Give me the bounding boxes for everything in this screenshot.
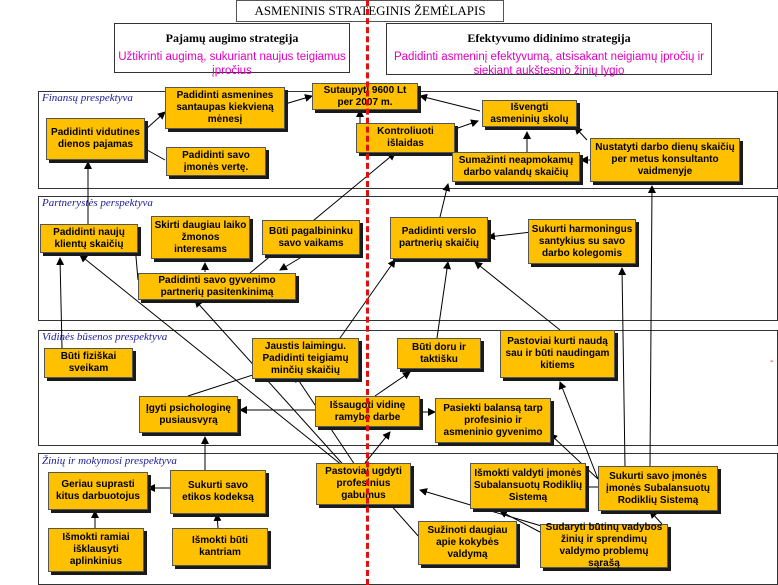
- box-control-expenses: Kontroliuoti išlaidas: [356, 123, 455, 153]
- internal-perspective-label: Vidinės būsenos prespektyva: [42, 331, 168, 343]
- box-psychological-balance: Įgyti psichologinę pusiausvyrą: [139, 396, 238, 433]
- box-ethics-code: Sukurti savo etikos kodeksą: [170, 470, 266, 514]
- box-save-9600: Sutaupyti 9600 Lt per 2007 m.: [312, 83, 418, 110]
- box-management-knowledge-list: Sudaryti būtinų vadybos žinių ir sprendi…: [540, 522, 668, 569]
- box-avoid-debt: Išvengti asmeninių skolų: [482, 100, 577, 127]
- revenue-strategy-heading: Pajamų augimo strategija: [165, 31, 299, 45]
- box-increase-savings: Padidinti asmenines santaupas kiekvieną …: [165, 87, 285, 129]
- box-new-clients: Padidinti naujų klientų skaičių: [40, 224, 138, 253]
- box-learn-bsc: Išmokti valdyti įmonės Subalansuotų Rodi…: [470, 463, 586, 509]
- knowledge-perspective-label: Žinių ir mokymosi prespektyva: [42, 455, 177, 467]
- box-colleague-relations: Sukurti harmoningus santykius su savo da…: [528, 219, 636, 264]
- box-work-life-balance: Pasiekti balansą tarp profesinio ir asme…: [435, 398, 551, 443]
- box-quality-management: Sužinoti daugiau apie kokybės valdymą: [418, 521, 517, 565]
- revenue-strategy-subtitle: Užtikrinti augimą, sukuriant naujus teig…: [118, 51, 346, 77]
- box-partner-satisfaction: Padidinti savo gyvenimo partnerių pasite…: [138, 273, 296, 300]
- box-physically-healthy: Būti fiziškai sveikam: [44, 348, 133, 378]
- box-be-patient: Išmokti būti kantriam: [172, 528, 268, 566]
- box-create-benefit: Pastoviai kurti naudą sau ir būti naudin…: [500, 330, 615, 378]
- box-help-children: Būti pagalbininku savo vaikams: [262, 220, 360, 255]
- box-wife-interests: Skirti daugiau laiko žmonos interesams: [151, 216, 250, 259]
- map-title: ASMENINIS STRATEGINIS ŽEMĖLAPIS: [236, 0, 504, 22]
- box-develop-skills: Pastoviai ugdyti profesinius gabumus: [316, 463, 411, 505]
- box-business-partners: Padidinti verslo partnerių skaičių: [390, 217, 488, 259]
- efficiency-strategy-panel: Efektyvumo didinimo strategija Padidinti…: [386, 23, 712, 77]
- box-feel-happy: Jaustis laimingu. Padidinti teigiamų min…: [252, 338, 359, 379]
- finance-perspective-label: Finansų prespektyva: [42, 92, 133, 104]
- strategy-divider: [366, 0, 369, 585]
- box-create-bsc: Sukurti savo įmonės įmonės Subalansuotų …: [598, 466, 718, 511]
- box-understand-employees: Geriau suprasti kitus darbuotojus: [48, 472, 148, 510]
- box-increase-daily-income: Padidinti vidutines dienos pajamas: [46, 118, 145, 160]
- box-reduce-unpaid-hours: Sumažinti neapmokamų darbo valandų skaič…: [452, 152, 580, 182]
- box-set-workdays: Nustatyti darbo dienų skaičių per metus …: [590, 138, 740, 182]
- efficiency-strategy-subtitle: Padidinti asmeninį efektyvumą, atsisakan…: [393, 51, 704, 77]
- box-increase-company-value: Padidinti savo įmonės vertę.: [166, 147, 266, 176]
- efficiency-strategy-heading: Efektyvumo didinimo strategija: [467, 31, 631, 45]
- edge-marker: -: [770, 356, 774, 367]
- revenue-strategy-panel: Pajamų augimo strategija Užtikrinti augi…: [114, 23, 350, 77]
- box-listen-calmly: Išmokti ramiai išklausyti aplinkinius: [48, 528, 144, 572]
- box-honest-tactful: Būti doru ir taktišku: [397, 338, 481, 369]
- partners-perspective-label: Partnerystės perspektyva: [42, 197, 153, 209]
